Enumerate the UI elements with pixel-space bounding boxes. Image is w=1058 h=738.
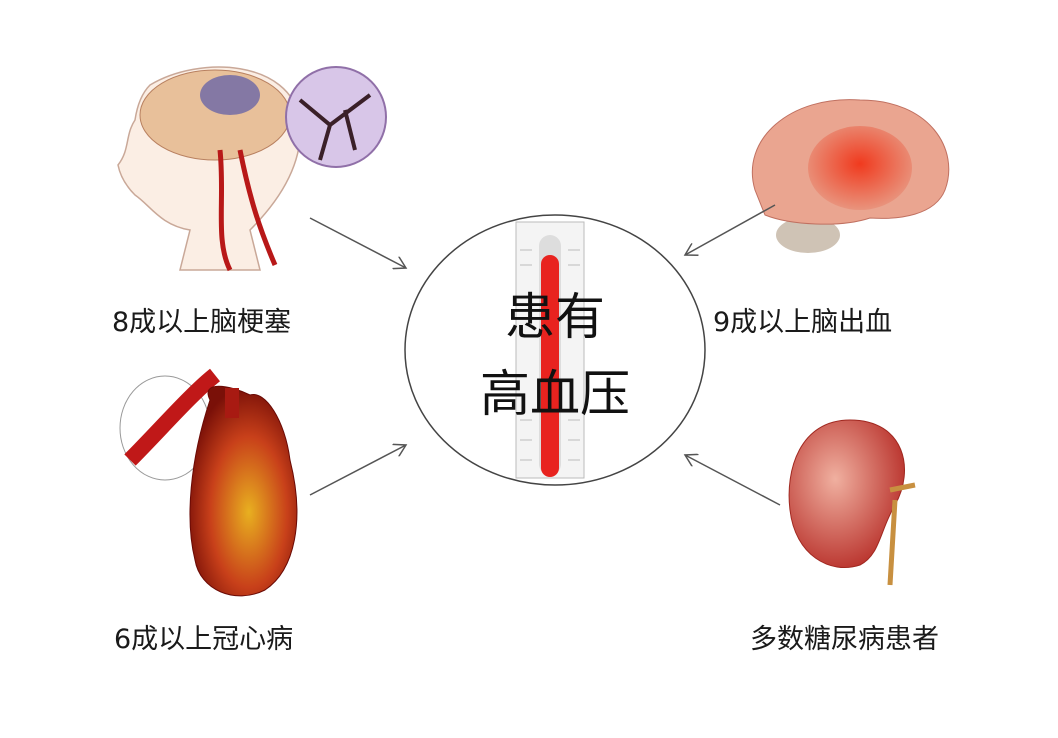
kidney-illustration <box>788 419 916 586</box>
label-diabetes-patients: 多数糖尿病患者 <box>750 624 939 655</box>
heart-illustration <box>119 368 298 597</box>
head-brain-illustration <box>117 66 387 272</box>
label-cerebral-hemorrhage: 9成以上脑出血 <box>713 307 893 338</box>
arrow-top-right <box>685 204 776 255</box>
arrow-top-left <box>309 217 406 268</box>
center-title-line1: 患有 <box>505 288 605 346</box>
label-cerebral-infarction: 8成以上脑梗塞 <box>112 307 292 338</box>
center-title-line2: 高血压 <box>480 365 630 423</box>
arrow-bottom-right <box>685 455 781 506</box>
thermometer-illustration <box>515 221 585 479</box>
brain-hemorrhage-illustration <box>751 99 950 253</box>
arrow-bottom-left <box>309 445 406 496</box>
label-coronary-heart-disease: 6成以上冠心病 <box>114 624 294 655</box>
